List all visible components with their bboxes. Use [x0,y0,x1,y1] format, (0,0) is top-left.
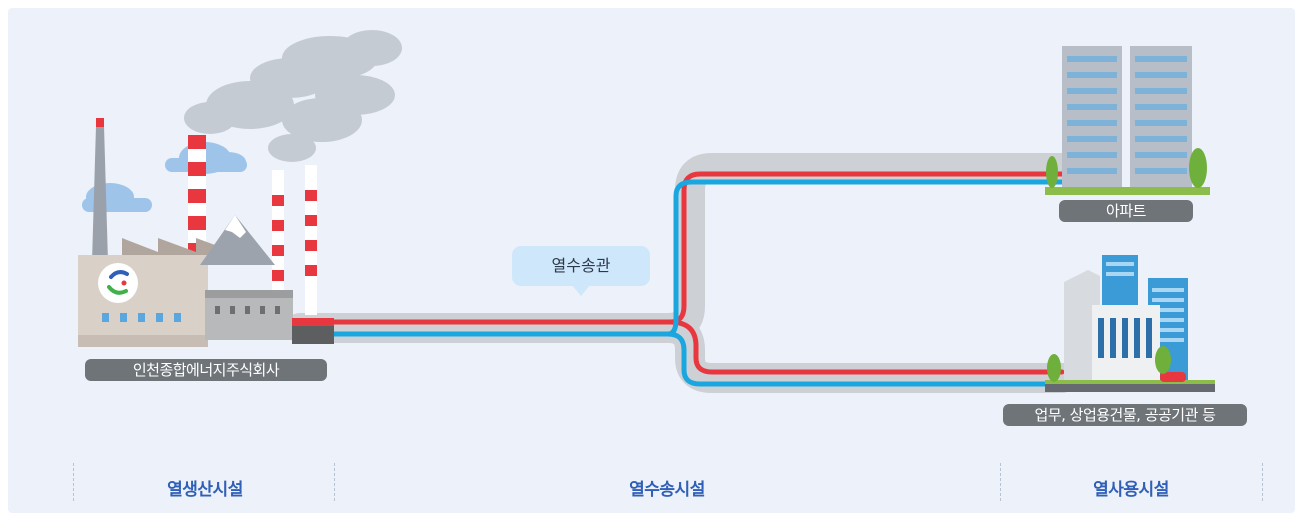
apartment-label: 아파트 [1059,200,1193,222]
section-usage-label: 열사용시설 [1093,480,1169,500]
plant-label: 인천종합에너지주식회사 [85,359,327,381]
power-plant [78,118,334,347]
commercial-label: 업무, 상업용건물, 공공기관 등 [1003,404,1247,426]
pipe-label: 열수송관 [512,246,650,296]
section-divider [1000,463,1001,501]
section-divider [1262,463,1263,501]
section-transport-label: 열수송시설 [629,480,705,500]
commercial-buildings [1045,255,1215,392]
smoke-clouds [184,30,402,162]
company-logo-icon [98,263,138,303]
section-divider [73,463,74,501]
section-divider [334,463,335,501]
apartment-buildings [1045,46,1210,195]
section-production-label: 열생산시설 [167,480,243,500]
pipe-network [285,153,1077,393]
blue-clouds [82,142,247,212]
